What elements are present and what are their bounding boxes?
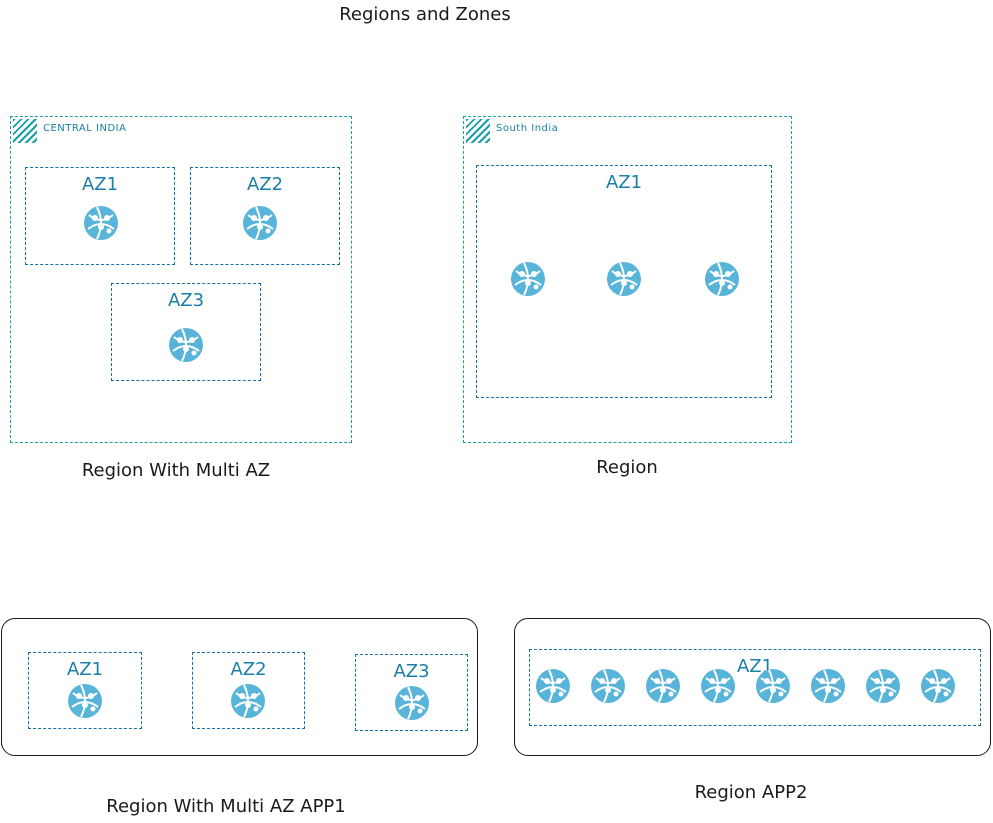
az-box-south-1: AZ1 bbox=[476, 165, 772, 398]
globe-network-icon bbox=[242, 205, 278, 241]
az-label: AZ2 bbox=[230, 659, 267, 680]
az-box-central-3: AZ3 bbox=[111, 283, 261, 381]
region-tag-icon bbox=[13, 119, 37, 143]
az-label: AZ3 bbox=[167, 290, 205, 311]
az-box-app1-3: AZ3 bbox=[355, 654, 468, 731]
globe-network-icon bbox=[168, 327, 204, 363]
region-tag-icon bbox=[466, 119, 490, 143]
app2-region-box: AZ1 bbox=[514, 618, 991, 756]
region-central-india: CENTRAL INDIA AZ1 AZ2 AZ3 bbox=[10, 116, 352, 443]
globe-network-icon bbox=[535, 668, 571, 704]
globe-network-icon bbox=[606, 261, 642, 297]
globe-network-icon bbox=[700, 668, 736, 704]
az-box-central-2: AZ2 bbox=[190, 167, 340, 265]
globe-network-icon bbox=[83, 205, 119, 241]
az-box-central-1: AZ1 bbox=[25, 167, 175, 265]
region-south-india: South India AZ1 bbox=[463, 116, 792, 443]
az-label: AZ1 bbox=[605, 172, 643, 193]
globe-network-icon bbox=[920, 668, 956, 704]
globe-network-icon bbox=[394, 685, 430, 721]
az-label: AZ2 bbox=[246, 174, 284, 195]
region-name: South India bbox=[496, 123, 559, 134]
az-box-app1-1: AZ1 bbox=[28, 652, 142, 729]
region-caption: Region bbox=[596, 457, 658, 478]
globe-network-icon bbox=[865, 668, 901, 704]
app1-caption: Region With Multi AZ APP1 bbox=[106, 796, 346, 817]
region-name: CENTRAL INDIA bbox=[43, 123, 127, 134]
az-label: AZ1 bbox=[66, 659, 104, 680]
az-box-app2-1: AZ1 bbox=[529, 649, 981, 726]
globe-network-icon bbox=[67, 683, 103, 719]
globe-network-icon bbox=[590, 668, 626, 704]
region-caption: Region With Multi AZ bbox=[81, 460, 271, 481]
globe-network-icon bbox=[810, 668, 846, 704]
globe-network-icon bbox=[230, 683, 266, 719]
globe-network-icon bbox=[510, 261, 546, 297]
app2-caption: Region APP2 bbox=[694, 782, 808, 803]
app1-region-box: AZ1 AZ2 AZ3 bbox=[1, 618, 478, 756]
diagram-title: Regions and Zones bbox=[339, 4, 511, 25]
globe-network-icon bbox=[704, 261, 740, 297]
globe-network-icon bbox=[645, 668, 681, 704]
az-label: AZ1 bbox=[81, 174, 119, 195]
az-box-app1-2: AZ2 bbox=[192, 652, 305, 729]
globe-network-icon bbox=[755, 668, 791, 704]
az-label: AZ3 bbox=[393, 661, 430, 682]
